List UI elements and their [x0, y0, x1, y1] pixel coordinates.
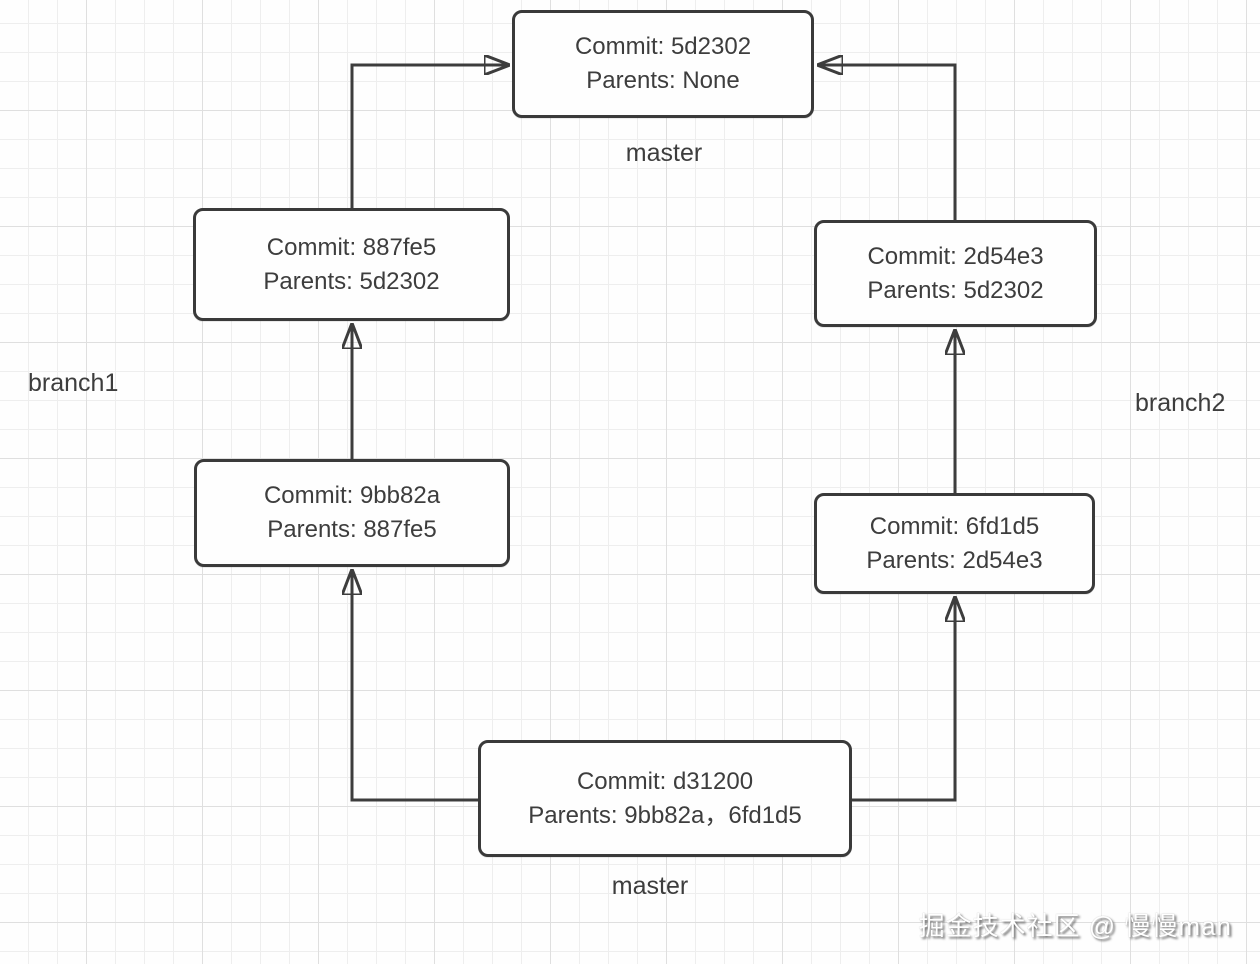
commit-parents-text: Parents: 2d54e3 — [866, 546, 1043, 574]
commit-id-text: Commit: 5d2302 — [574, 33, 752, 60]
commit-node-887fe5: Commit: 887fe5 Parents: 5d2302 — [193, 208, 510, 321]
commit-parents-text: Parents: 9bb82a，6fd1d5 — [528, 801, 802, 829]
branch-label-master-top: master — [625, 139, 703, 167]
commit-node-6fd1d5: Commit: 6fd1d5 Parents: 2d54e3 — [814, 493, 1095, 594]
commit-node-9bb82a: Commit: 9bb82a Parents: 887fe5 — [194, 459, 510, 567]
commit-node-5d2302: Commit: 5d2302 Parents: None — [512, 10, 814, 118]
commit-node-2d54e3: Commit: 2d54e3 Parents: 5d2302 — [814, 220, 1097, 327]
commit-parents-text: Parents: 5d2302 — [263, 267, 440, 295]
commit-id-text: Commit: d31200 — [576, 767, 754, 795]
commit-id-text: Commit: 2d54e3 — [867, 242, 1044, 270]
commit-parents-text: Parents: None — [586, 67, 740, 94]
branch-label-branch2: branch2 — [1135, 389, 1226, 417]
edge-d31200-to-9bb82a — [352, 570, 480, 802]
site-watermark: 掘金技术社区 @ 慢慢man — [918, 911, 1232, 941]
edge-887fe5-to-5d2302 — [350, 65, 509, 210]
commit-parents-text: Parents: 887fe5 — [267, 516, 437, 543]
edge-d31200-to-6fd1d5 — [850, 597, 955, 802]
commit-id-text: Commit: 9bb82a — [263, 482, 441, 509]
commit-id-text: Commit: 887fe5 — [266, 233, 437, 261]
edge-2d54e3-to-5d2302 — [818, 65, 957, 222]
commit-id-text: Commit: 6fd1d5 — [869, 512, 1040, 540]
branch-label-master-bottom: master — [611, 872, 689, 900]
commit-node-d31200: Commit: d31200 Parents: 9bb82a，6fd1d5 — [478, 740, 852, 857]
commit-parents-text: Parents: 5d2302 — [867, 276, 1044, 304]
branch-label-branch1: branch1 — [28, 369, 119, 397]
